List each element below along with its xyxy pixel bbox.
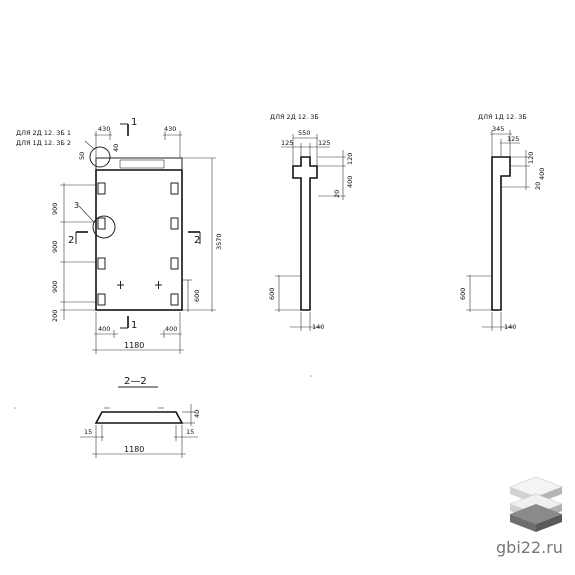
dim-height: 3570: [215, 233, 223, 250]
dim-left-1: 900: [51, 203, 59, 215]
section-view: 2—2 40 15 15 1180: [80, 376, 201, 458]
loop-right-1: [170, 182, 179, 195]
profile-1d-dim-20: 20: [534, 182, 542, 190]
section-title: 2—2: [124, 376, 147, 387]
dim-40: 40: [112, 144, 120, 152]
profile-2d: ДЛЯ 2Д 12. 3Б 550 125 125 120 400 20 600…: [268, 113, 354, 331]
loop-right-3: [170, 257, 179, 270]
dim-bottom-left: 400: [98, 325, 110, 333]
profile-2d-dim-400: 400: [346, 176, 354, 188]
callout-circle-top: [89, 146, 111, 168]
section-dim-15-right: 15: [186, 428, 194, 436]
loop-right-4: [170, 293, 179, 306]
section-dim-40: 40: [193, 410, 201, 418]
top-band: [95, 157, 183, 171]
dim-600: 600: [193, 290, 201, 302]
profile-2d-dim-140: 140: [312, 323, 324, 331]
profile-1d-dim-400: 400: [538, 168, 546, 180]
callout-1d: ДЛЯ 1Д 12. 3Б 2: [16, 139, 71, 147]
dim-50: 50: [78, 152, 86, 160]
section-2-right: 2: [194, 235, 200, 246]
loop-right-2: [170, 217, 179, 230]
dim-left-3: 900: [51, 281, 59, 293]
profile-2d-dim-125-right: 125: [318, 139, 330, 147]
profile-1d-dim-140: 140: [504, 323, 516, 331]
loop-left-3: [97, 257, 106, 270]
top-band-inner: [119, 159, 165, 169]
dim-total-width: 1180: [124, 341, 144, 350]
section-1-top: 1: [131, 117, 137, 128]
profile-2d-title: ДЛЯ 2Д 12. 3Б: [270, 113, 319, 121]
cross-mark-left: [117, 281, 124, 289]
profile-2d-dim-120: 120: [346, 153, 354, 165]
dim-top-left: 430: [98, 125, 110, 133]
plan-view: ДЛЯ 2Д 12. 3Б 1 ДЛЯ 1Д 12. 3Б 2 3 430 43…: [16, 117, 223, 354]
profile-2d-dim-125-left: 125: [281, 139, 293, 147]
profile-1d-dim-600: 600: [459, 288, 467, 300]
section-2-left: 2: [68, 235, 74, 246]
cross-mark-right: [155, 281, 162, 289]
section-1-bottom: 1: [131, 320, 137, 331]
dim-left-4: 200: [51, 310, 59, 322]
loop-left-2: [97, 217, 106, 230]
speck: [14, 407, 16, 409]
dim-bottom-right: 400: [165, 325, 177, 333]
section-dim-15-left: 15: [84, 428, 92, 436]
profile-1d: ДЛЯ 1Д 12. 3Б 345 125 120 400 20 600 140: [459, 113, 546, 331]
dim-left-2: 900: [51, 241, 59, 253]
dim-top-right: 430: [164, 125, 176, 133]
profile-2d-shape: [292, 156, 318, 311]
callout-2d: ДЛЯ 2Д 12. 3Б 1: [16, 129, 71, 137]
speck: [310, 375, 312, 377]
profile-1d-title: ДЛЯ 1Д 12. 3Б: [478, 113, 527, 121]
loop-left-4: [97, 293, 106, 306]
profile-1d-dim-120: 120: [527, 152, 535, 164]
profile-2d-dim-20: 20: [333, 190, 341, 198]
watermark-text: gbi22.ru: [496, 538, 563, 557]
loop-left-1: [97, 182, 106, 195]
section-shape: [94, 411, 184, 424]
section-dim-total-width: 1180: [124, 445, 144, 454]
profile-1d-shape: [491, 156, 511, 311]
profile-2d-dim-600: 600: [268, 288, 276, 300]
profile-1d-dim-345: 345: [492, 125, 504, 133]
slab-outline: [95, 169, 183, 311]
callout-3: 3: [74, 201, 79, 210]
profile-2d-dim-550: 550: [298, 129, 310, 137]
callout-circle-3: [92, 215, 116, 239]
stacked-slabs-logo-icon: [509, 476, 563, 532]
profile-1d-dim-125: 125: [507, 135, 519, 143]
